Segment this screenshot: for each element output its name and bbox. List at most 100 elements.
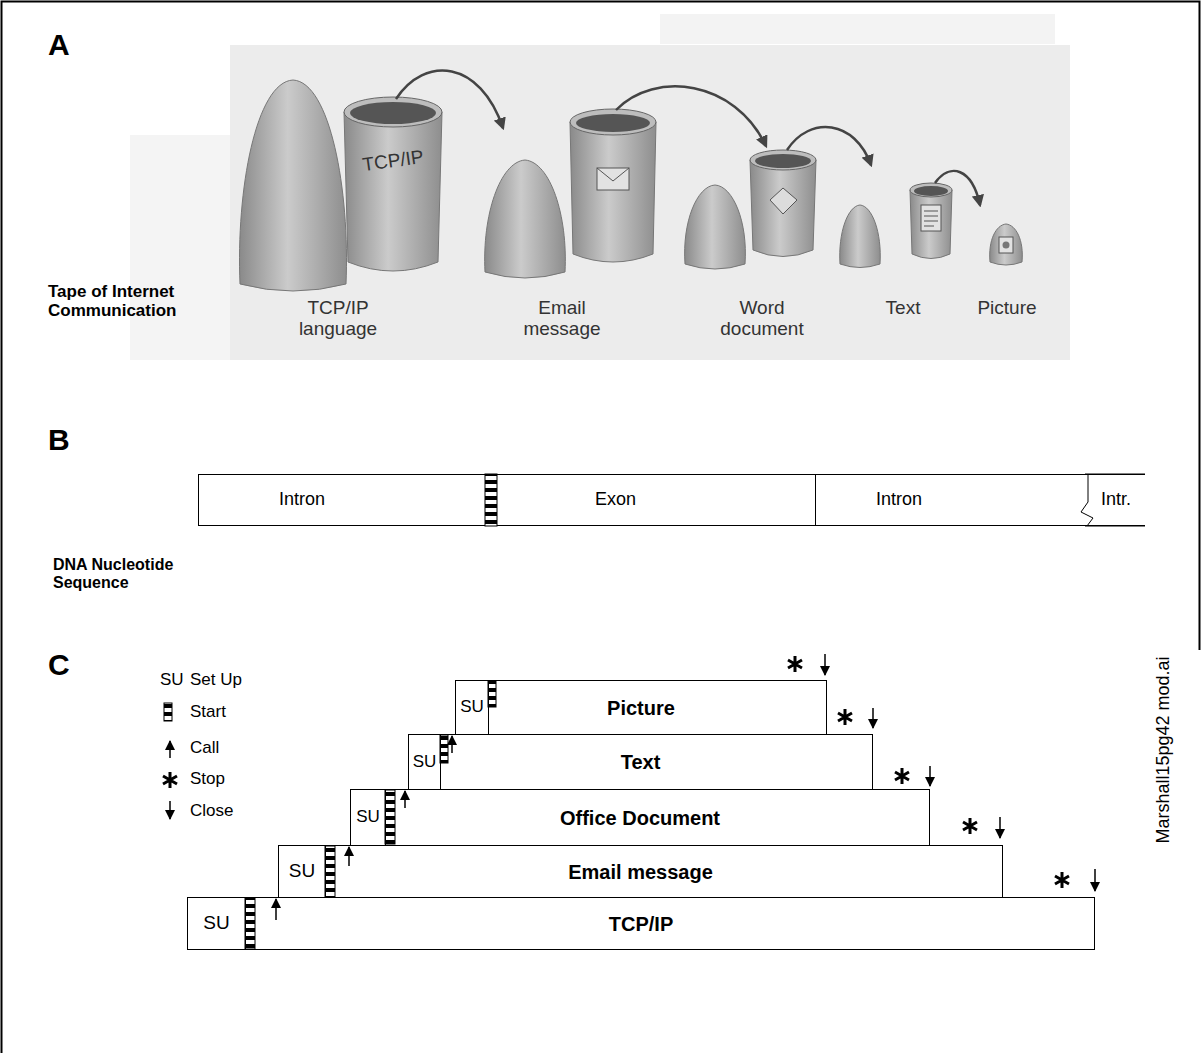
- stop-asterisk: [838, 709, 852, 725]
- close-arrow: [1094, 869, 1096, 891]
- legend-key: SU: [160, 670, 184, 689]
- doll-caption: Email message: [512, 297, 612, 340]
- doll-rim: [344, 97, 442, 127]
- envelope-icon: [597, 168, 629, 181]
- curved-arrow: [396, 71, 503, 128]
- setup-label: SU: [356, 808, 380, 827]
- layer-box: Office Document SU: [350, 789, 930, 846]
- text-icon: [924, 211, 938, 226]
- curved-arrow: [787, 127, 871, 165]
- doll-rim: [570, 109, 656, 135]
- document-icon: [770, 188, 797, 214]
- stop-asterisk: [963, 818, 977, 834]
- setup-box: SU: [188, 898, 246, 949]
- doll-cup: [750, 160, 816, 257]
- doll-cup: [910, 190, 952, 259]
- start-marker: [485, 474, 497, 526]
- stop-asterisk: [788, 656, 802, 672]
- dna-segment: Intr.: [1085, 474, 1145, 526]
- dna-segment: Intron: [815, 474, 1085, 526]
- call-arrow: [404, 791, 406, 808]
- doll-rim: [576, 114, 650, 132]
- legend-text: Close: [190, 801, 233, 820]
- doll-rim: [914, 186, 948, 196]
- legend-text: Start: [190, 702, 226, 721]
- doll-caption: Word document: [707, 297, 817, 340]
- image-ground: [230, 45, 1070, 360]
- doll-caption: Picture: [965, 297, 1049, 318]
- doll-cup: [570, 122, 656, 262]
- doll-label: TCP/IP: [347, 144, 439, 178]
- stop-asterisk: [163, 772, 177, 788]
- layer-label: Picture: [607, 697, 675, 719]
- doll-rim: [910, 183, 952, 197]
- layer-box: Email message SU: [278, 845, 1003, 898]
- segment-label: Intron: [279, 490, 325, 510]
- close-arrow: [872, 708, 874, 728]
- setup-box: SU: [409, 735, 441, 789]
- setup-box: SU: [279, 846, 326, 897]
- dna-segment: Intron: [198, 474, 485, 526]
- doll-small: [990, 224, 1023, 265]
- doll-caption: TCP/IP language: [283, 297, 393, 340]
- doll-top: [239, 80, 346, 291]
- picture-icon: [999, 237, 1013, 253]
- layer-label: Office Document: [560, 807, 720, 829]
- legend-text: Set Up: [190, 670, 242, 689]
- doll-top: [685, 185, 746, 269]
- setup-label: SU: [460, 698, 484, 717]
- picture-icon: [1003, 242, 1010, 249]
- segment-label: Intron: [876, 490, 922, 510]
- doll-top: [840, 205, 881, 268]
- start-marker: [440, 735, 448, 763]
- layer-label: TCP/IP: [609, 913, 673, 935]
- legend-text: Stop: [190, 769, 225, 788]
- close-arrow: [999, 817, 1001, 838]
- start-marker: [325, 846, 335, 897]
- doll-rim: [350, 102, 436, 124]
- panel-letter: B: [48, 423, 70, 457]
- panel-letter: C: [48, 648, 70, 682]
- row-caption: Tape of Internet Communication: [48, 282, 213, 320]
- call-arrow: [451, 736, 453, 753]
- setup-label: SU: [289, 861, 315, 882]
- segment-label: Exon: [595, 490, 636, 510]
- segment-label: Intr.: [1101, 490, 1131, 510]
- doll-rim: [750, 150, 816, 170]
- call-arrow: [348, 847, 350, 866]
- start-marker: [488, 681, 496, 707]
- close-arrow: [824, 654, 826, 675]
- file-watermark: Marshall15pg42 mod.ai: [1153, 656, 1173, 843]
- image-ground: [660, 14, 1055, 44]
- close-arrow: [929, 766, 931, 786]
- curved-arrow: [935, 171, 980, 205]
- legend-text: Call: [190, 738, 219, 757]
- setup-box: SU: [456, 681, 489, 734]
- doll-caption: Text: [868, 297, 938, 318]
- layer-label: Text: [621, 751, 661, 773]
- setup-box: SU: [351, 790, 386, 845]
- close-arrow: [169, 801, 171, 819]
- panel-letter: A: [48, 28, 70, 62]
- call-arrow: [275, 899, 277, 920]
- start-marker: [385, 790, 395, 844]
- call-arrow: [169, 741, 171, 758]
- layer-box: Picture SU: [455, 680, 827, 735]
- break-mark: [1081, 474, 1093, 526]
- layer-label: Email message: [568, 861, 713, 883]
- text-icon: [921, 205, 941, 231]
- dna-segment: Exon: [497, 474, 815, 526]
- curved-arrow: [616, 86, 766, 146]
- start-marker: [245, 898, 255, 949]
- row-caption: DNA Nucleotide Sequence: [53, 556, 223, 592]
- strip-edge: [1085, 474, 1145, 526]
- setup-label: SU: [203, 913, 229, 934]
- envelope-icon: [597, 168, 629, 190]
- setup-label: SU: [413, 753, 437, 772]
- doll-rim: [755, 154, 811, 168]
- doll-top: [485, 160, 566, 278]
